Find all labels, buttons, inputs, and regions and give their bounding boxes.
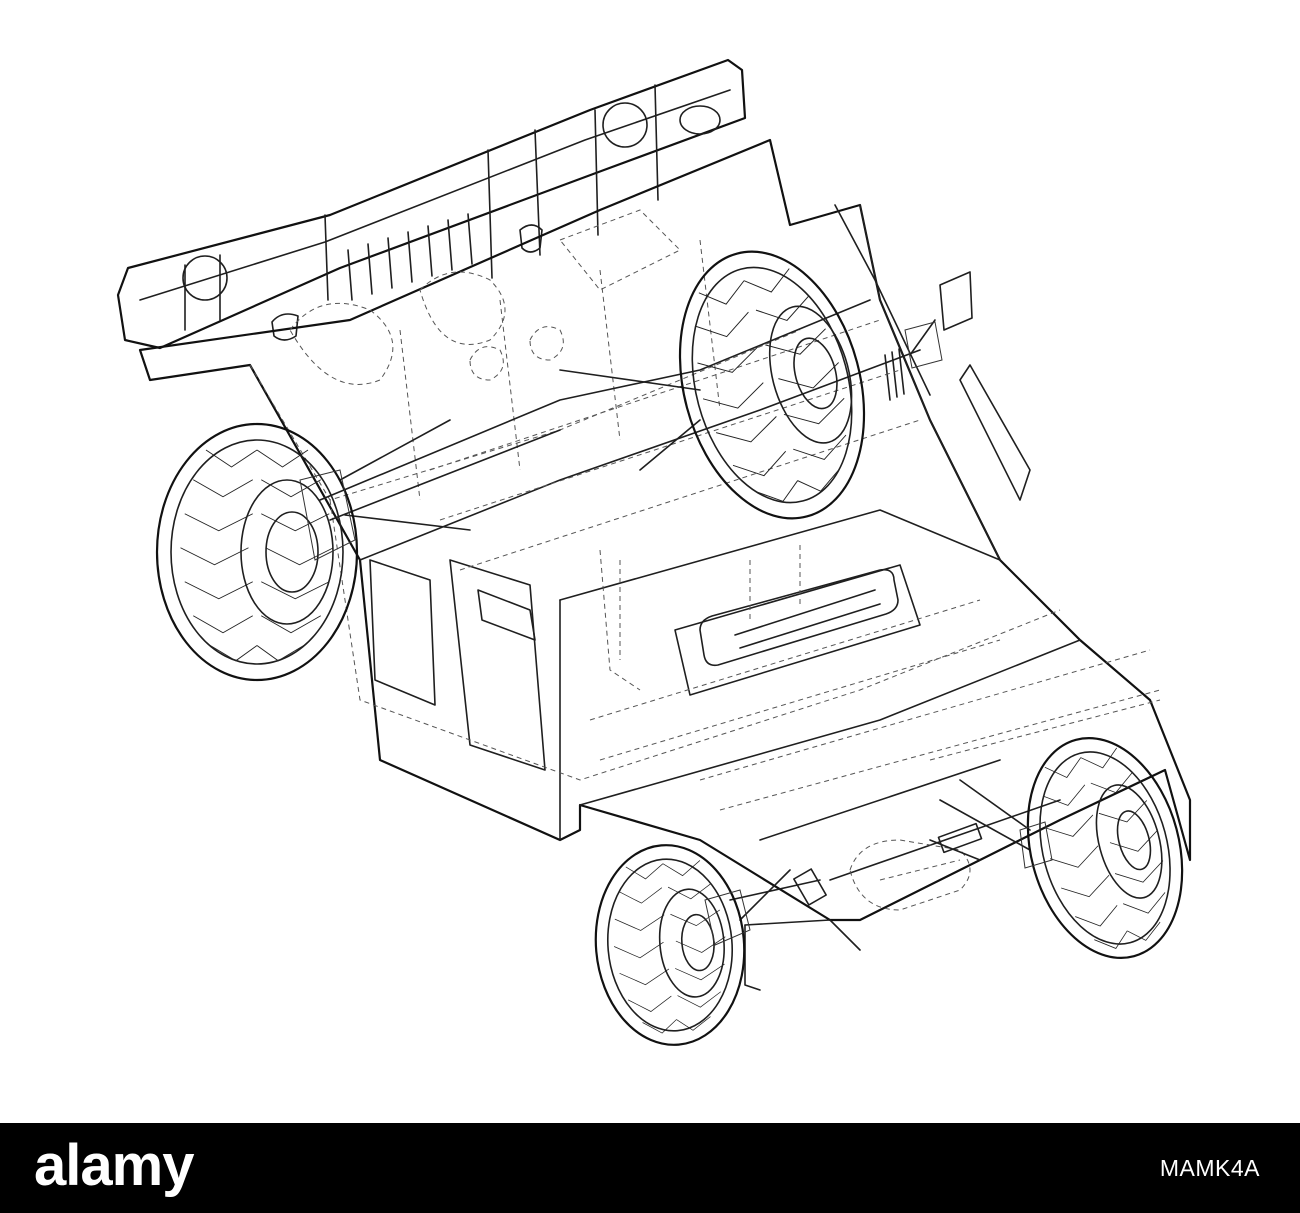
vehicle-wireframe-illustration <box>116 58 1192 1046</box>
wheel-bottom-left <box>594 844 746 1046</box>
image-id-label: MAMK4A <box>1159 1155 1260 1181</box>
brand-logo: alamy <box>34 1133 194 1198</box>
hidden-lines <box>249 209 1161 911</box>
vehicle-body <box>138 138 1192 991</box>
wheel-bottom-right <box>1026 737 1186 960</box>
wheel-left <box>155 422 359 682</box>
wheel-top-right <box>675 250 871 520</box>
watermark-footer-bar: alamy MAMK4A <box>0 1123 1300 1213</box>
vehicle-wireframe-svg <box>116 58 1192 1046</box>
wheel-hubs <box>299 321 1053 946</box>
front-brush-guard <box>116 58 747 350</box>
suspension-arms <box>319 299 1031 921</box>
